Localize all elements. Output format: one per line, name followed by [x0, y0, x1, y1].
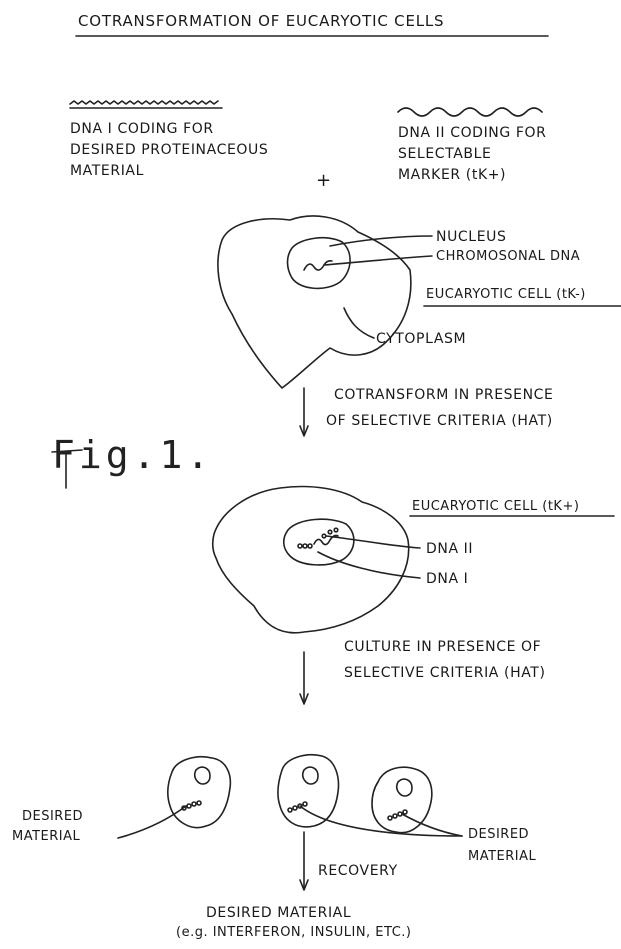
nucleus-label: NUCLEUS: [436, 228, 506, 246]
step1-line1: COTRANSFORM IN PRESENCE: [334, 386, 553, 404]
cytoplasm-label: CYTOPLASM: [376, 330, 466, 348]
right-desired-leader-2: [402, 814, 462, 836]
chromosonal-leader: [324, 256, 432, 265]
dna1-insert-label: DNA I: [426, 570, 468, 588]
bottom-nucleus-1: [195, 767, 210, 784]
plus-sign: +: [316, 172, 332, 190]
bottom-nucleus-3: [397, 779, 412, 796]
chromosonal-dna-label: CHROMOSONAL DNA: [436, 248, 580, 266]
dna2-label-line1: DNA II CODING FOR: [398, 124, 546, 142]
step1-line2: OF SELECTIVE CRITERIA (HAT): [326, 412, 553, 430]
left-desired-leader: [118, 806, 186, 838]
dna1-leader: [318, 552, 420, 578]
dna2-strand-icon: [398, 108, 542, 116]
desired-material-left-line1: DESIRED: [22, 808, 83, 826]
dna1-strand-icon: [70, 101, 222, 108]
eucaryotic-cell-tk-minus-label: EUCARYOTIC CELL (tK-): [426, 286, 586, 304]
page-title: COTRANSFORMATION OF EUCARYOTIC CELLS: [78, 12, 444, 30]
bottom-cell-2: [278, 755, 339, 827]
step2-line2: SELECTIVE CRITERIA (HAT): [344, 664, 546, 682]
bottom-product-1-icon: [182, 801, 201, 810]
dna2-label-line3: MARKER (tK+): [398, 166, 506, 184]
dna2-leader: [326, 536, 420, 548]
desired-material-right-line1: DESIRED: [468, 826, 529, 844]
bottom-nucleus-2: [303, 767, 318, 784]
desired-material-right-line2: MATERIAL: [468, 848, 536, 866]
recovery-label: RECOVERY: [318, 862, 398, 880]
step2-line1: CULTURE IN PRESENCE OF: [344, 638, 541, 656]
cytoplasm-leader: [344, 308, 374, 338]
bottom-cell-3: [372, 767, 432, 832]
cell2-nucleus: [284, 519, 354, 565]
inserted-dna-icon: [298, 528, 338, 548]
cell2-outline: [213, 487, 409, 633]
dna2-label-line2: SELECTABLE: [398, 145, 491, 163]
eucaryotic-cell-tk-plus-label: EUCARYOTIC CELL (tK+): [412, 498, 579, 516]
dna2-insert-label: DNA II: [426, 540, 473, 558]
bottom-product-2-icon: [288, 802, 307, 812]
final-product-line1: DESIRED MATERIAL: [206, 904, 351, 922]
dna1-label-line1: DNA I CODING FOR: [70, 120, 214, 138]
dna1-label-line3: MATERIAL: [70, 162, 144, 180]
dna1-label-line2: DESIRED PROTEINACEOUS: [70, 141, 268, 159]
final-product-line2: (e.g. INTERFERON, INSULIN, ETC.): [176, 924, 411, 942]
desired-material-left-line2: MATERIAL: [12, 828, 80, 846]
figure-label: Fig.1.: [52, 446, 213, 464]
cell1-outline: [218, 216, 411, 388]
